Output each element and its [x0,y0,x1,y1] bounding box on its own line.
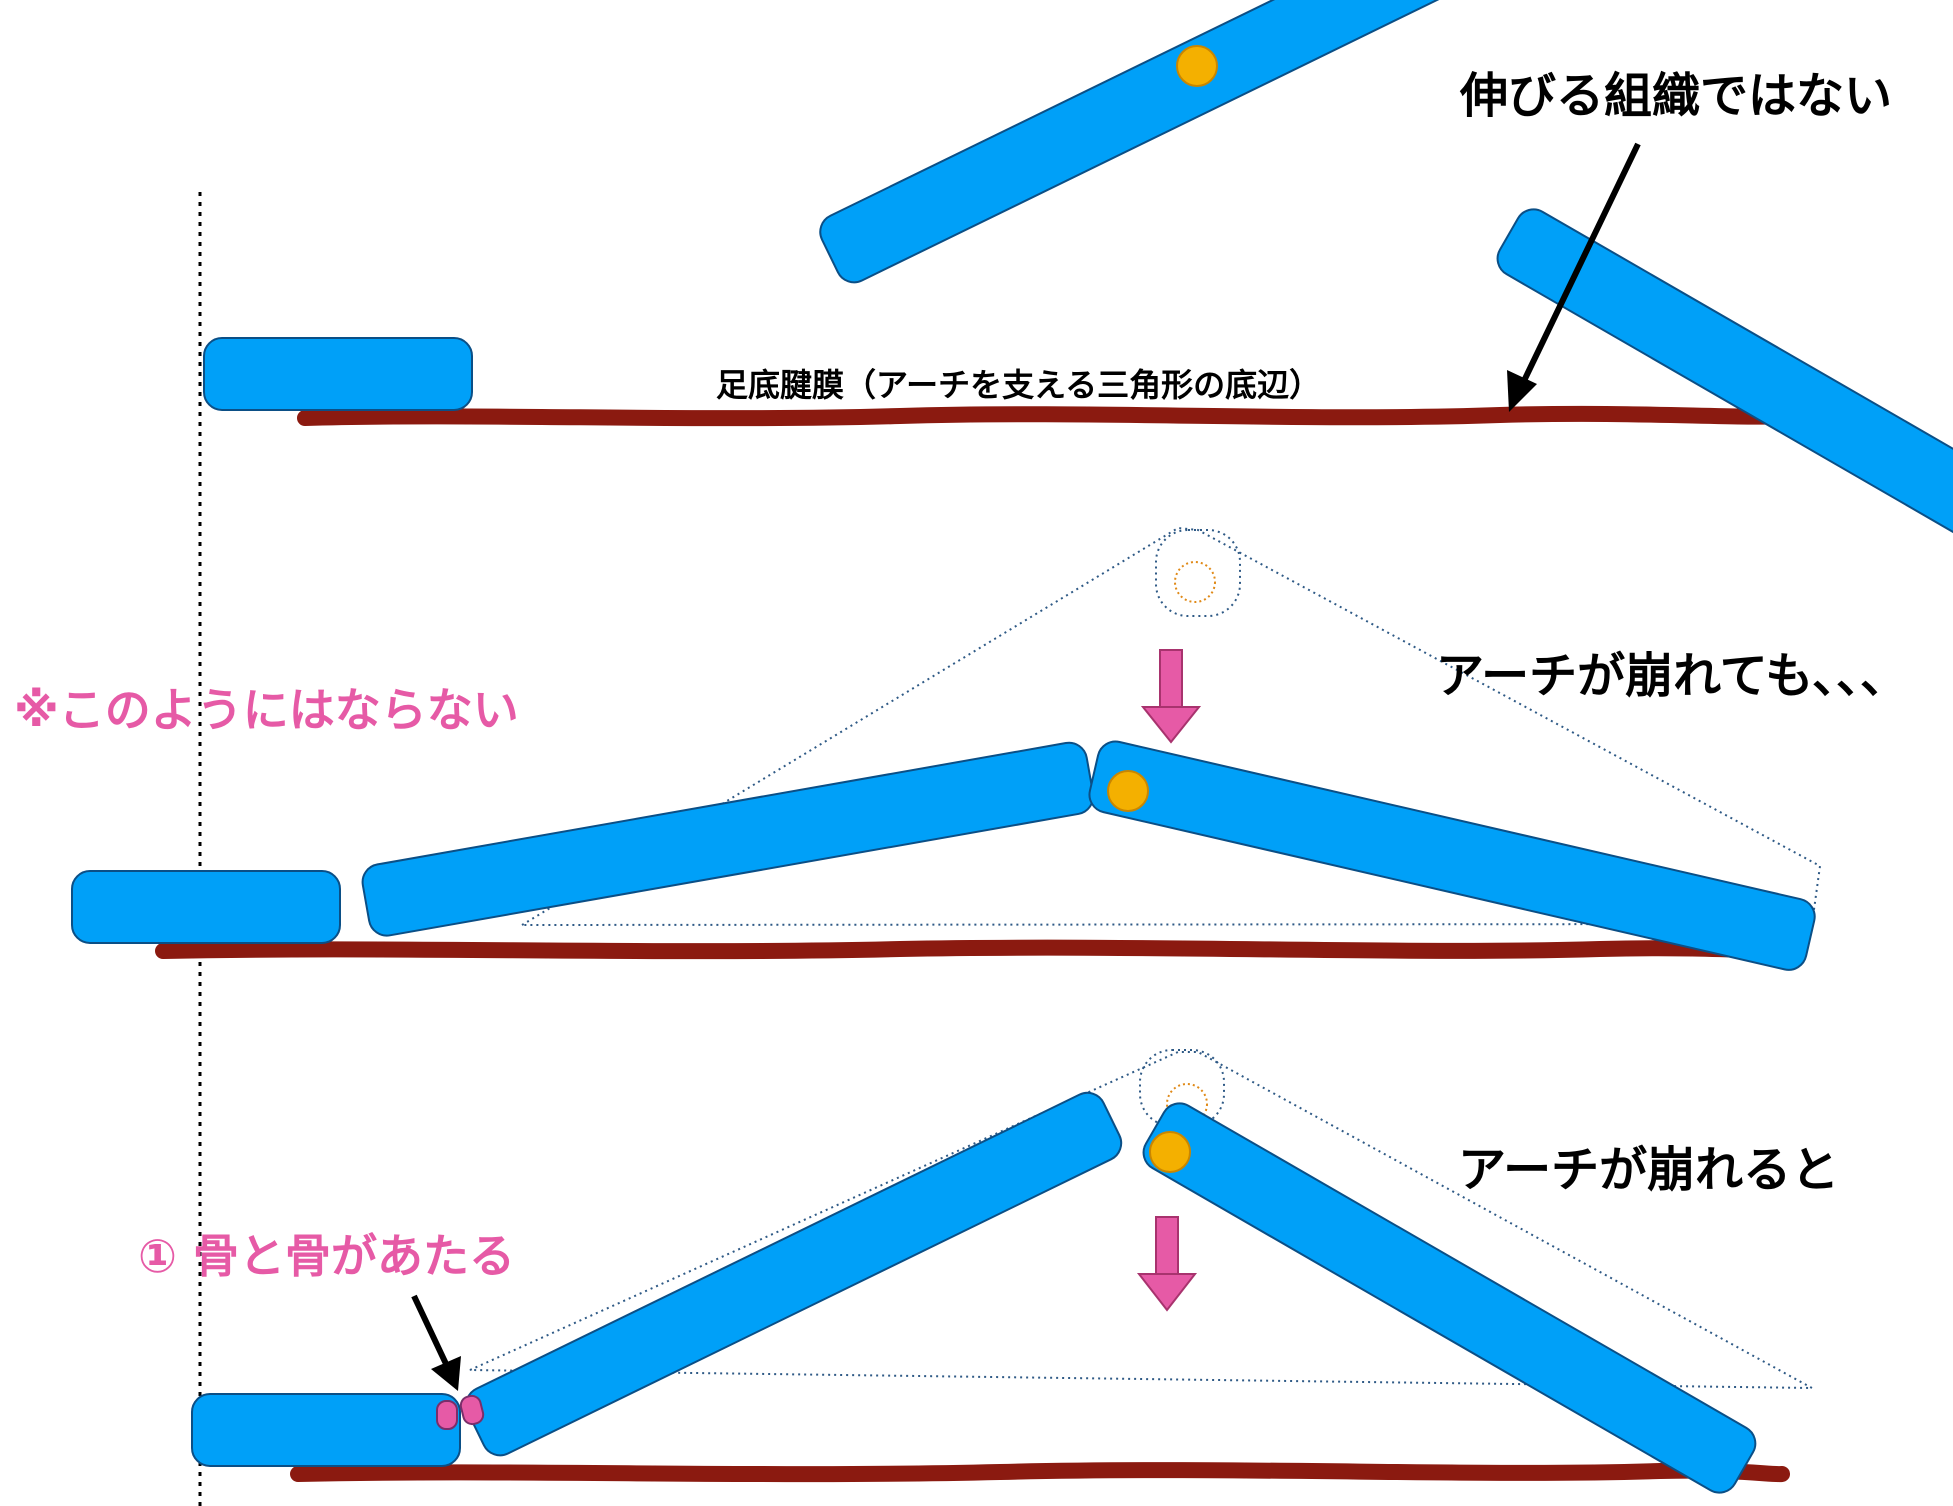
front-bone-2 [1088,740,1816,971]
front-bone-3 [1142,1102,1757,1494]
pink-arrow-shaft-2 [1159,649,1183,709]
normal-arch [203,0,1953,605]
label-bones-hit: ① 骨と骨があたる [138,1229,515,1283]
heel-bone-1 [203,337,473,411]
collision-arch [191,1049,1813,1494]
pointer-arrow-3 [411,1294,450,1368]
collision-mark-right [459,1394,485,1426]
collision-mark-left [436,1400,458,1430]
label-plantar-fascia: 足底腱膜（アーチを支える三角形の底辺） [716,366,1321,404]
joint-3 [1149,1131,1191,1173]
heel-bone-3 [191,1393,461,1467]
label-not-stretchy: 伸びる組織ではない [1459,68,1892,124]
collapsed-arch [71,526,1822,971]
rear-bone-3 [465,1091,1123,1457]
plantar-fascia-2 [155,939,1804,960]
rear-bone-1 [819,0,1503,284]
label-arch-collapse-even: アーチが崩れても､､､ [1436,648,1885,704]
label-not-like-this: ※このようにはならない [14,683,519,737]
label-arch-collapse-then: アーチが崩れると [1458,1142,1839,1198]
joint-1 [1176,45,1218,87]
pointer-arrowhead-1 [1507,370,1537,412]
pink-arrow-head-2 [1140,706,1202,744]
pointer-arrowhead-3 [431,1356,461,1391]
joint-2 [1107,770,1149,812]
pink-arrow-shaft-3 [1155,1216,1179,1276]
rear-bone-2 [361,741,1095,937]
front-bone-1 [1496,208,1953,605]
plantar-fascia-1 [297,405,1803,427]
ghost-joint-circle-2 [1174,561,1216,603]
ghost-joint-2 [1155,529,1241,617]
pink-arrow-head-3 [1136,1273,1198,1312]
ghost-outline-2 [518,526,1822,927]
pointer-arrow-1 [1519,142,1641,387]
plantar-fascia-3 [290,1462,1790,1483]
ghost-outline-3 [469,1051,1813,1389]
heel-bone-2 [71,870,341,944]
